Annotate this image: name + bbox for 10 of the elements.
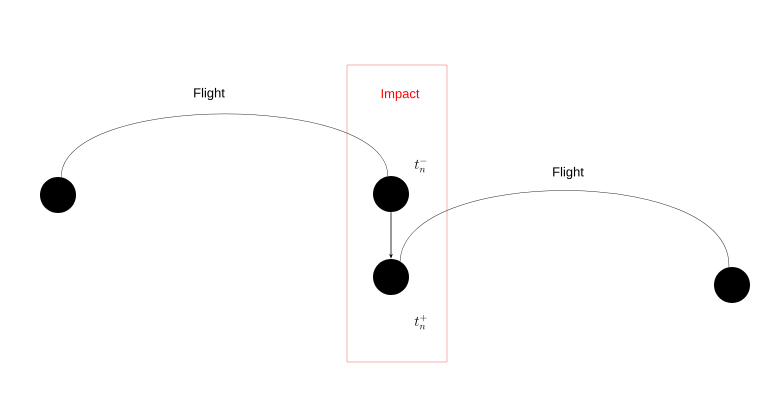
ball <box>373 259 409 295</box>
time-label: $t_n^-$ <box>414 160 426 172</box>
trajectory-curve <box>400 190 730 268</box>
edge-label: Flight <box>192 86 226 102</box>
ball <box>40 177 76 213</box>
ball <box>714 267 750 303</box>
ball <box>373 176 409 212</box>
edge-label: Flight <box>551 166 585 180</box>
time-label: $t_n^+$ <box>414 314 427 330</box>
trajectory-curve <box>60 114 388 178</box>
